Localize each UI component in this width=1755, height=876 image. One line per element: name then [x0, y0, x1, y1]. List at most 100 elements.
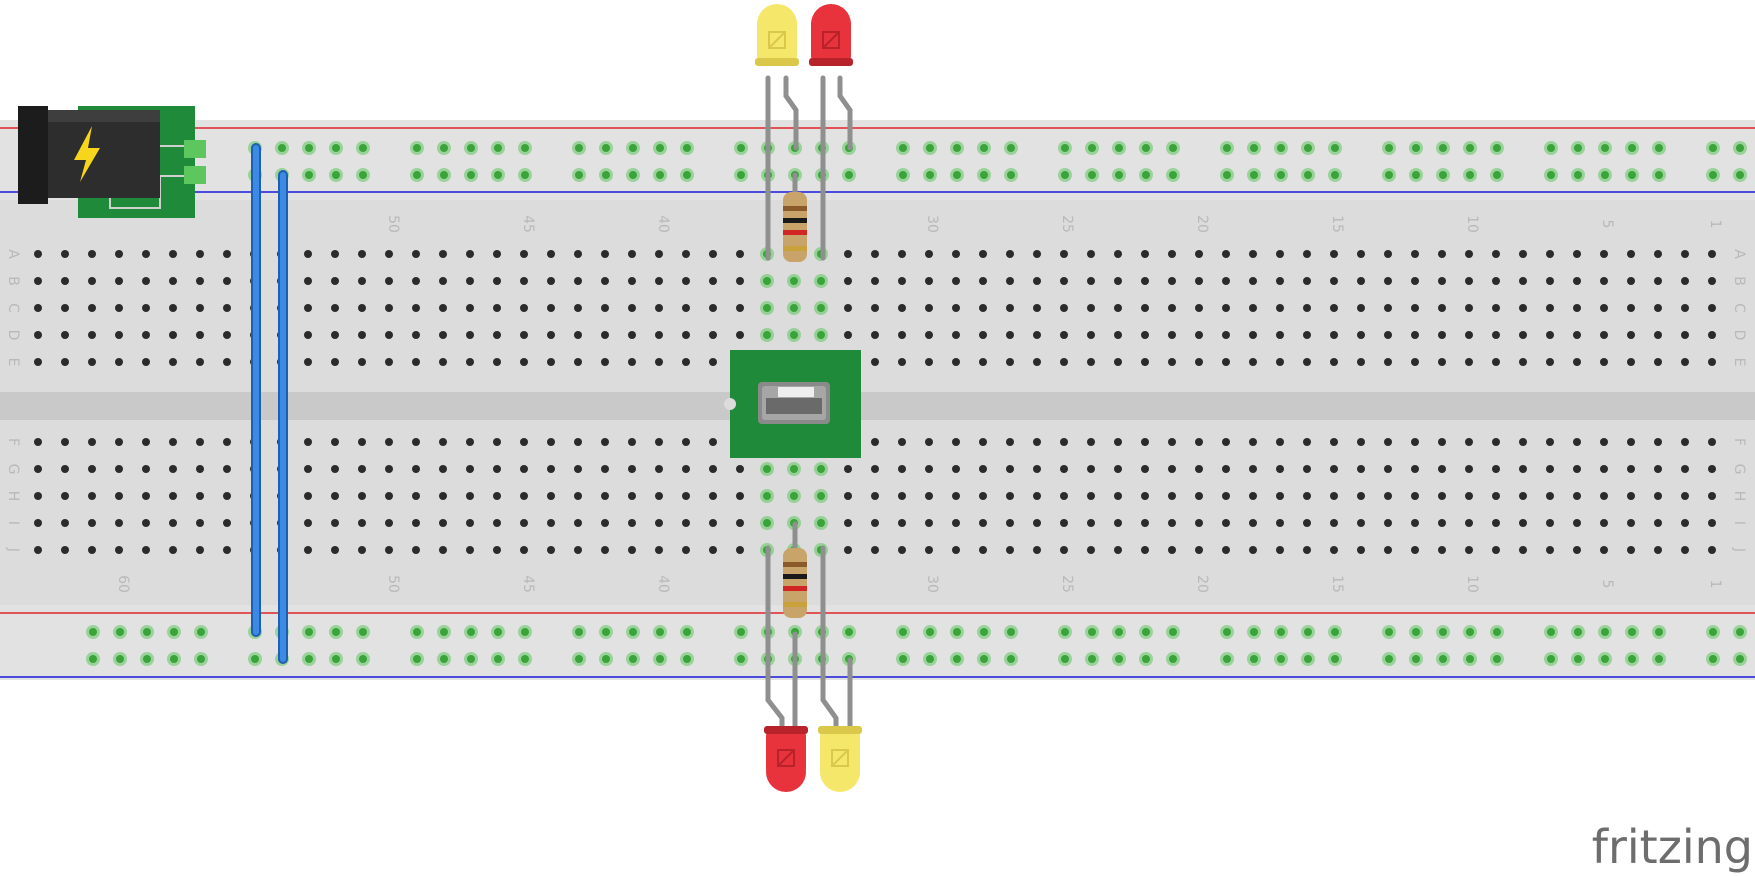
row-letter: F: [1731, 438, 1747, 446]
hole: [1303, 277, 1311, 285]
hole: [1303, 250, 1311, 258]
hole: [1519, 492, 1527, 500]
rail-hole: [1061, 171, 1069, 179]
hole: [1600, 277, 1608, 285]
hole: [1492, 546, 1500, 554]
hole: [709, 519, 717, 527]
rail-hole: [332, 171, 340, 179]
hole: [1195, 546, 1203, 554]
led: [809, 4, 853, 66]
hole: [1600, 250, 1608, 258]
hole: [1006, 250, 1014, 258]
hole: [628, 331, 636, 339]
hole: [439, 277, 447, 285]
hole: [1438, 519, 1446, 527]
hole: [871, 358, 879, 366]
hole: [1087, 277, 1095, 285]
rail-hole: [1007, 144, 1015, 152]
hole: [1519, 277, 1527, 285]
hole: [223, 304, 231, 312]
hole: [304, 277, 312, 285]
hole: [304, 519, 312, 527]
hole: [952, 438, 960, 446]
hole: [1600, 438, 1608, 446]
hole: [520, 277, 528, 285]
hole: [1060, 250, 1068, 258]
hole: [1465, 465, 1473, 473]
hole: [871, 465, 879, 473]
hole: [142, 358, 150, 366]
hole: [1411, 358, 1419, 366]
rail-hole: [656, 144, 664, 152]
hole: [1438, 358, 1446, 366]
hole: [358, 438, 366, 446]
hole: [1384, 492, 1392, 500]
rail-hole: [1709, 171, 1717, 179]
hole: [520, 438, 528, 446]
hole: [1141, 465, 1149, 473]
hole: [466, 492, 474, 500]
hole: [1276, 438, 1284, 446]
hole: [520, 492, 528, 500]
hole: [1276, 304, 1284, 312]
hole: [1600, 465, 1608, 473]
column-number: 20: [1194, 215, 1210, 233]
hole: [493, 492, 501, 500]
hole: [655, 277, 663, 285]
hole: [1114, 358, 1122, 366]
hole: [1276, 277, 1284, 285]
row-letter: I: [5, 521, 21, 525]
hole: [763, 304, 771, 312]
hole: [385, 358, 393, 366]
rail-hole: [305, 655, 313, 663]
rail-hole: [143, 628, 151, 636]
hole: [925, 304, 933, 312]
hole: [628, 304, 636, 312]
hole: [358, 331, 366, 339]
rail-hole: [467, 655, 475, 663]
hole: [1033, 438, 1041, 446]
rail-hole: [1439, 171, 1447, 179]
hole: [844, 331, 852, 339]
hole: [1411, 438, 1419, 446]
hole: [1249, 465, 1257, 473]
hole: [871, 250, 879, 258]
rail-hole: [197, 655, 205, 663]
hole: [1546, 250, 1554, 258]
center-channel: [0, 392, 1755, 420]
rail-hole: [1277, 171, 1285, 179]
hole: [1276, 492, 1284, 500]
hole: [466, 519, 474, 527]
hole: [142, 277, 150, 285]
rail-hole: [1574, 628, 1582, 636]
hole: [763, 331, 771, 339]
rail-hole: [1736, 628, 1744, 636]
hole: [1195, 304, 1203, 312]
hole: [1168, 438, 1176, 446]
hole: [223, 331, 231, 339]
hole: [736, 546, 744, 554]
column-number: 10: [1464, 575, 1480, 593]
hole: [1330, 358, 1338, 366]
hole: [61, 277, 69, 285]
hole: [925, 546, 933, 554]
led: [755, 4, 799, 66]
hole: [1303, 331, 1311, 339]
hole: [709, 358, 717, 366]
rail-hole: [1709, 628, 1717, 636]
row-letter: A: [1731, 249, 1747, 259]
hole: [1627, 492, 1635, 500]
hole: [1708, 358, 1716, 366]
hole: [1276, 465, 1284, 473]
resistor-top: [783, 192, 807, 262]
hole: [1357, 358, 1365, 366]
hole: [601, 250, 609, 258]
hole: [655, 331, 663, 339]
hole: [736, 519, 744, 527]
hole: [331, 438, 339, 446]
hole: [736, 492, 744, 500]
hole: [1087, 250, 1095, 258]
hole: [574, 465, 582, 473]
hole: [1249, 358, 1257, 366]
rail-hole: [899, 628, 907, 636]
